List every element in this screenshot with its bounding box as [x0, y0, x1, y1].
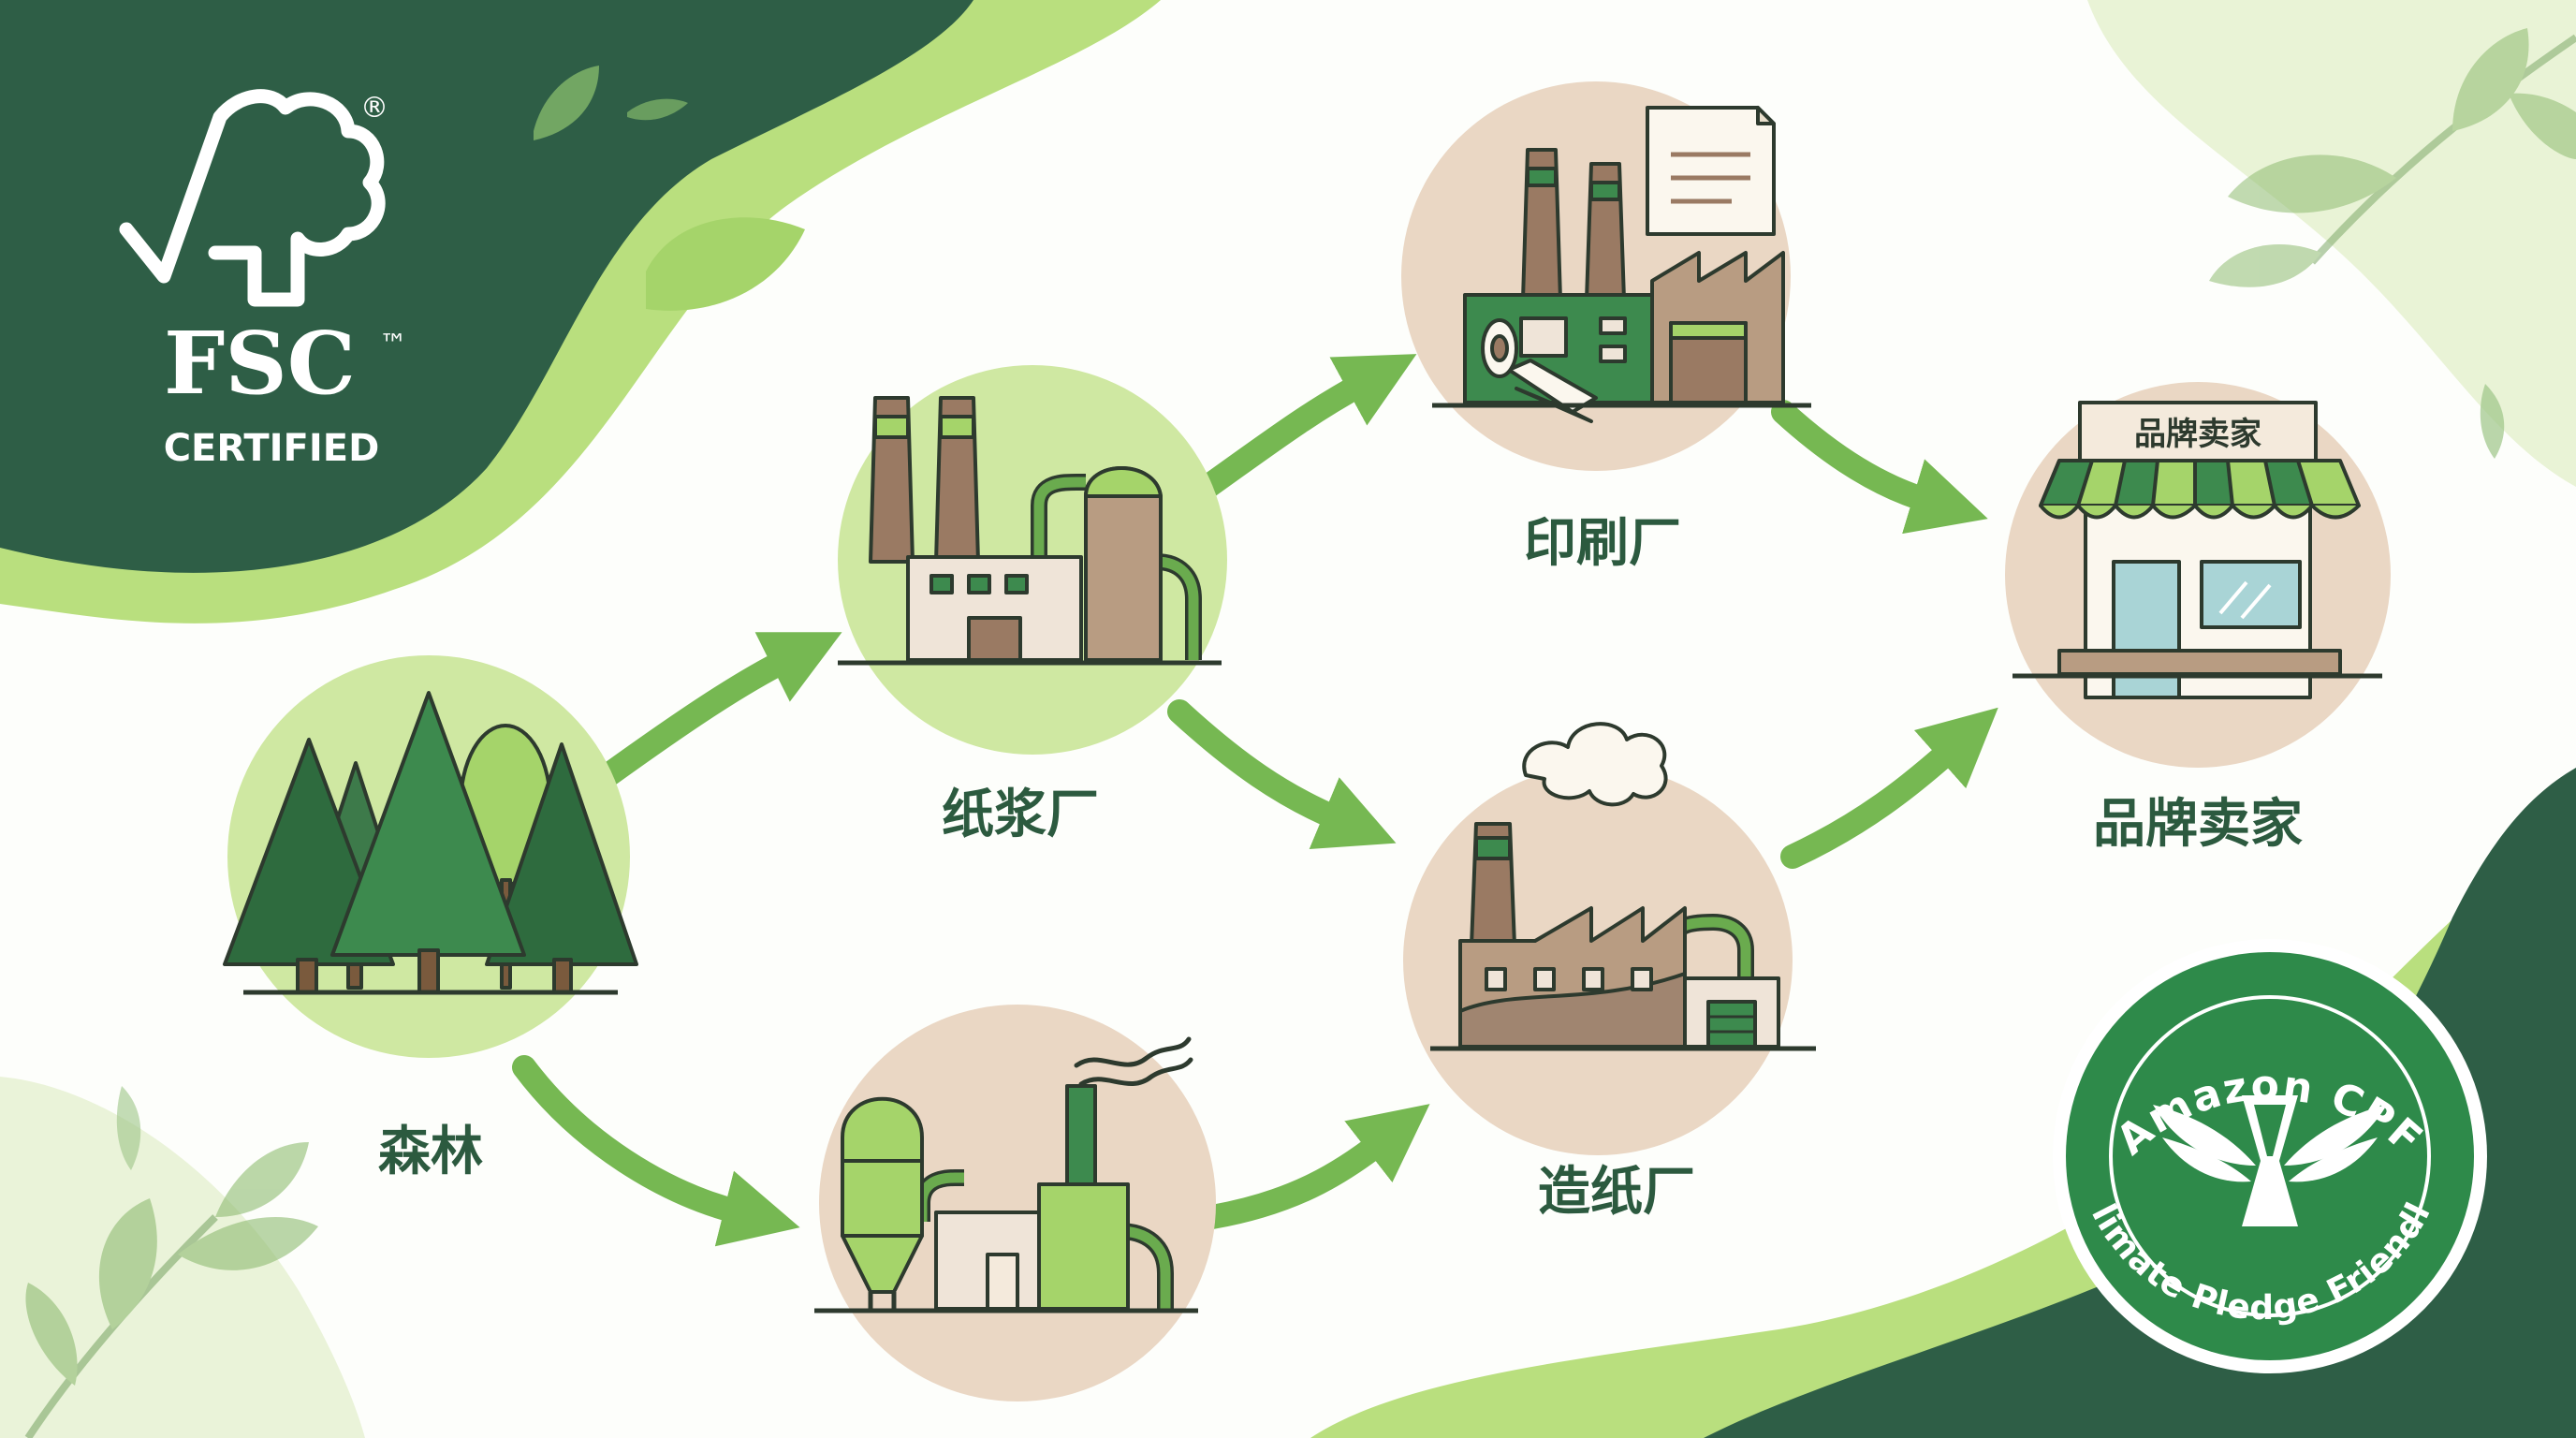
- cpf-winged-emblem-icon: [2153, 1095, 2387, 1226]
- arrow-print-to-brand: [1771, 400, 1988, 535]
- leaf-deco: [627, 98, 688, 121]
- node-unlabeled-mill: [814, 1005, 1216, 1401]
- arrow-mill-to-paper: [1200, 1104, 1430, 1229]
- fsc-logo: ® FSC ™ CERTIFIED: [119, 89, 407, 470]
- storefront-icon: [2012, 401, 2382, 699]
- fsc-registered-mark: ®: [360, 92, 388, 125]
- fsc-wordmark: FSC: [164, 313, 356, 414]
- branch-topright: [2209, 28, 2576, 287]
- node-pulp-mill: [838, 365, 1227, 755]
- fsc-certified-text: CERTIFIED: [164, 427, 380, 470]
- paper-mill-icon: [1430, 722, 1816, 1051]
- node-forest: [223, 655, 638, 1058]
- arrow-pulp-to-print: [1195, 354, 1417, 499]
- arrow-forest-to-pulp: [587, 632, 842, 794]
- arrow-paper-to-brand: [1780, 707, 1998, 869]
- cpf-badge-ring: [2109, 995, 2431, 1317]
- label-brand-seller: 品牌卖家: [2093, 794, 2303, 855]
- node-brand-seller: 品牌卖家: [2005, 382, 2391, 768]
- fsc-tree-mark: [119, 89, 386, 307]
- label-forest: 森林: [378, 1122, 483, 1182]
- label-printing-plant: 印刷厂: [1524, 513, 1681, 574]
- bg-blob-bottomleft: [0, 1077, 365, 1438]
- unlabeled-mill-icon: [814, 1036, 1198, 1313]
- pulp-mill-icon: [838, 396, 1222, 666]
- leaf-deco: [534, 66, 599, 140]
- printing-plant-icon: [1432, 106, 1811, 423]
- storefront-sign-text: 品牌卖家: [2134, 416, 2261, 453]
- leaf-deco: [2480, 384, 2505, 459]
- flow-arrows: [512, 354, 1998, 1247]
- forest-icon: [223, 691, 638, 995]
- label-paper-mill: 造纸厂: [1538, 1162, 1695, 1223]
- arrow-pulp-to-paper: [1167, 699, 1397, 849]
- branch-bottomleft: [24, 1142, 318, 1438]
- leaf-deco: [116, 1086, 141, 1170]
- arrow-forest-to-mill: [512, 1055, 800, 1247]
- label-pulp-mill: 纸浆厂: [942, 785, 1099, 845]
- bg-blob-topleft-dark: [0, 0, 973, 573]
- fsc-trademark: ™: [379, 329, 407, 361]
- leaf-deco: [646, 217, 805, 311]
- node-paper-mill: [1403, 722, 1816, 1155]
- node-printing-plant: [1401, 81, 1811, 471]
